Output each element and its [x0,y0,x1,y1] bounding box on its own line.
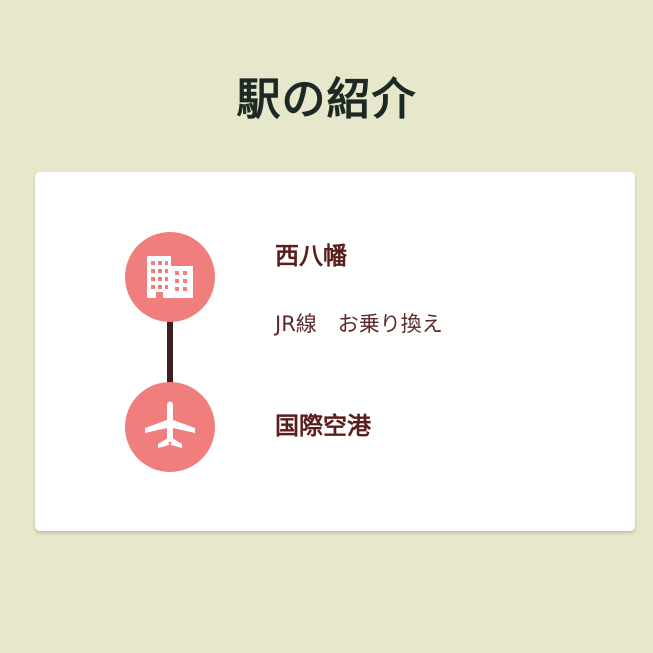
station-node-airport [125,382,215,472]
station-note: JR線 お乗り換え [275,312,443,336]
page-title: 駅の紹介 [236,74,417,125]
station-name: 国際空港 [275,412,371,440]
station-card: 西八幡 JR線 お乗り換え 国際空港 [35,172,635,531]
station-node-nishiyahata [125,232,215,322]
building-icon [147,256,193,298]
route-connector-line [167,267,173,387]
station-name: 西八幡 [275,242,347,270]
airplane-icon [145,401,195,448]
